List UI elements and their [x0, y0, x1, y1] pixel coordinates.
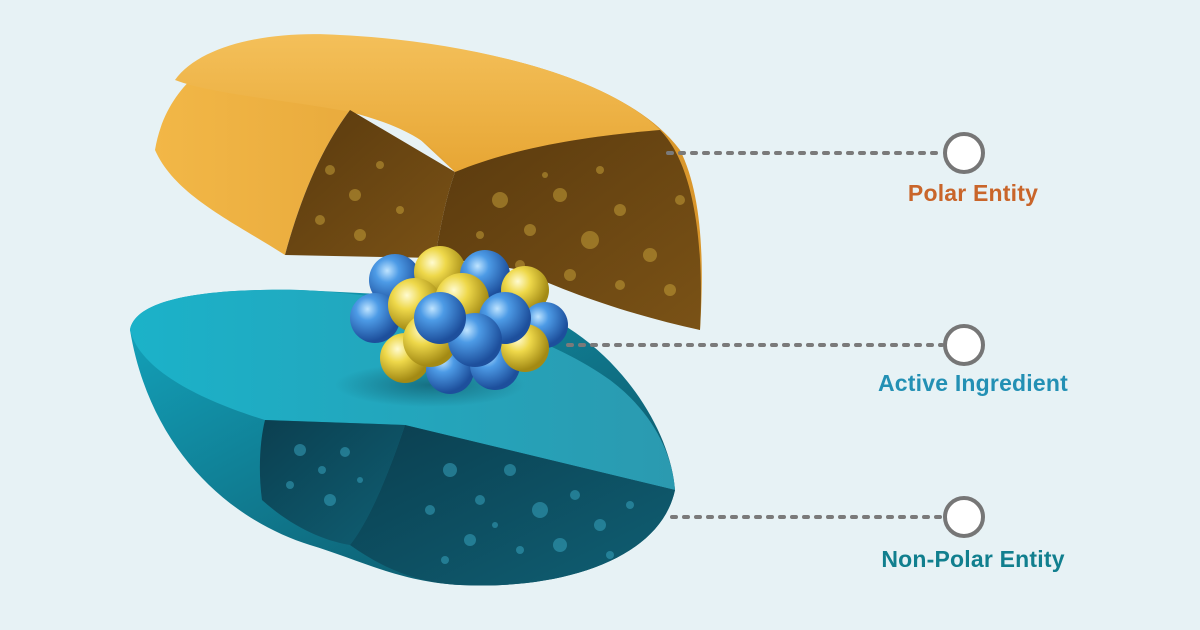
marker-circle-polar [943, 132, 985, 174]
polar-particles [315, 161, 685, 296]
polar-entity-label: Polar Entity [907, 180, 1039, 206]
marker-circle-active [943, 324, 985, 366]
nonpolar-cut-face-left [259, 420, 405, 545]
polar-top-face [175, 34, 660, 172]
leader-polar [666, 132, 985, 174]
polar-capsule-half [155, 34, 702, 331]
active-ingredient-label: Active Ingredient [878, 370, 1068, 396]
marker-circle-nonpolar [943, 496, 985, 538]
polar-cut-face-right [435, 130, 701, 330]
nonpolar-particles [286, 444, 634, 564]
leader-active [566, 324, 985, 366]
nonpolar-entity-label: Non-Polar Entity [881, 546, 1065, 572]
nonpolar-cut-face-right [350, 425, 675, 586]
leader-nonpolar [670, 496, 985, 538]
polar-cut-face-left [285, 110, 455, 258]
active-ingredient-molecule [350, 246, 568, 394]
